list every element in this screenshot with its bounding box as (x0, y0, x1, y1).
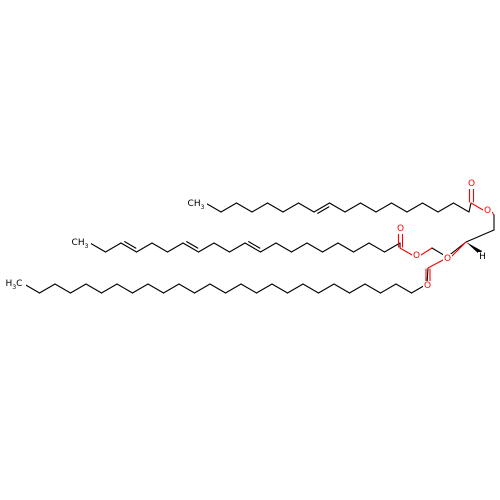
bottom-chain-single-bond (271, 283, 289, 294)
middle-chain-cis-double-bond-inner (124, 241, 137, 249)
middle-chain-single-bond (306, 242, 324, 253)
bottom-chain-single-bond (54, 283, 72, 294)
middle-chain-single-bond (290, 242, 308, 253)
svg-text:O: O (468, 179, 475, 189)
top-chain-single-bond (235, 202, 253, 213)
bottom-chain-single-bond (286, 283, 304, 294)
carbonyl-oxygen-top: O (467, 179, 476, 189)
bottom-chain-single-bond (100, 283, 118, 294)
svg-text:O: O (413, 251, 420, 261)
ester-oxygen-middle: O (412, 251, 421, 261)
stereo-wedge-layer (466, 242, 482, 255)
middle-chain-single-bond (321, 242, 339, 253)
top-chain-single-bond (204, 202, 222, 213)
stereo-hydrogen: H (478, 252, 487, 262)
top-chain-single-bond (266, 202, 284, 213)
middle-chain-single-bond (383, 242, 401, 253)
bottom-chain-single-bond (395, 283, 413, 294)
top-chain-single-bond (251, 202, 269, 213)
middle-chain-cis-double-bond (182, 242, 200, 253)
bottom-chain-single-bond (317, 283, 335, 294)
top-chain-cis-double-bond-inner (317, 206, 330, 214)
methyl-label-middle: CH3 (72, 237, 91, 250)
top-ester-bond (470, 202, 484, 211)
top-chain-single-bond (468, 202, 472, 213)
top-ester-o-ch2-bond (491, 211, 495, 216)
middle-chain-single-bond (368, 242, 386, 253)
middle-chain-cis-double-bond (120, 242, 138, 253)
bond-layer (23, 188, 495, 294)
svg-text:H3C: H3C (6, 279, 23, 291)
middle-chain-cis-double-bond-inner (248, 241, 261, 249)
svg-text:O: O (424, 281, 431, 291)
svg-text:O: O (397, 224, 404, 234)
top-chain-single-bond (390, 202, 408, 213)
bottom-chain-single-bond (379, 283, 397, 294)
bottom-chain-single-bond (116, 283, 134, 294)
top-chain-single-bond (375, 202, 393, 213)
middle-chain-cis-double-bond (244, 242, 262, 253)
top-chain-single-bond (220, 202, 238, 213)
bottom-chain-single-bond (147, 283, 165, 294)
ester-oxygen-bottom: O (443, 254, 452, 264)
top-chain-single-bond (421, 202, 439, 213)
svg-text:CH3: CH3 (188, 199, 205, 211)
bottom-chain-single-bond (333, 283, 351, 294)
svg-text:H: H (479, 252, 486, 262)
bottom-chain-single-bond (178, 283, 196, 294)
carbonyl-oxygen-middle: O (396, 224, 405, 234)
bottom-chain-single-bond (364, 283, 382, 294)
middle-chain-single-bond (213, 242, 231, 253)
methyl-label-bottom: H3C (4, 278, 26, 291)
top-chain-single-bond (344, 202, 362, 213)
bottom-chain-single-bond (193, 283, 211, 294)
middle-chain-single-bond (135, 242, 153, 253)
top-chain-single-bond (359, 202, 377, 213)
ester-oxygen-top: O (483, 206, 492, 216)
methyl-label-top: CH3 (188, 198, 207, 211)
middle-chain-single-bond (151, 242, 169, 253)
top-chain-cis-double-bond (313, 202, 331, 213)
svg-text:CH3: CH3 (72, 238, 89, 250)
svg-text:O: O (444, 254, 451, 264)
svg-text:O: O (484, 206, 491, 216)
middle-chain-single-bond (197, 242, 215, 253)
bottom-chain-single-bond (23, 283, 41, 294)
glycerol-c2-o-bond (451, 241, 467, 257)
bottom-chain-single-bond (348, 283, 366, 294)
middle-chain-single-bond (352, 242, 370, 253)
bottom-chain-single-bond (69, 283, 87, 294)
stereo-wedge-bond (466, 242, 482, 255)
middle-ester-o-ch2-bond (420, 247, 433, 256)
bottom-chain-single-bond (209, 283, 227, 294)
bottom-chain-single-bond (302, 283, 320, 294)
top-chain-single-bond (406, 202, 424, 213)
middle-chain-single-bond (104, 242, 122, 253)
bottom-chain-single-bond (162, 283, 180, 294)
bottom-chain-single-bond (255, 283, 273, 294)
top-chain-single-bond (297, 202, 315, 213)
bottom-chain-single-bond (38, 283, 56, 294)
bottom-ester-bond (427, 259, 444, 269)
middle-chain-cis-double-bond-inner (186, 241, 199, 249)
bottom-chain-single-bond (131, 283, 149, 294)
middle-chain-single-bond (259, 242, 277, 253)
bottom-chain-single-bond (85, 283, 103, 294)
top-chain-single-bond (282, 202, 300, 213)
atom-label-layer: CH3 CH3 H3C O O O O O (4, 179, 492, 291)
middle-chain-single-bond (89, 242, 107, 253)
top-chain-single-bond (437, 202, 455, 213)
middle-chain-single-bond (275, 242, 293, 253)
bottom-chain-single-bond (224, 283, 242, 294)
middle-chain-single-bond (337, 242, 355, 253)
middle-ester-bond (399, 247, 413, 256)
carbonyl-oxygen-bottom: O (423, 281, 432, 291)
top-chain-single-bond (328, 202, 346, 213)
glycerol-backbone-bond (465, 229, 495, 243)
top-chain-single-bond (452, 202, 470, 213)
bottom-chain-single-bond (240, 283, 258, 294)
middle-chain-single-bond (228, 242, 246, 253)
middle-chain-single-bond (166, 242, 184, 253)
